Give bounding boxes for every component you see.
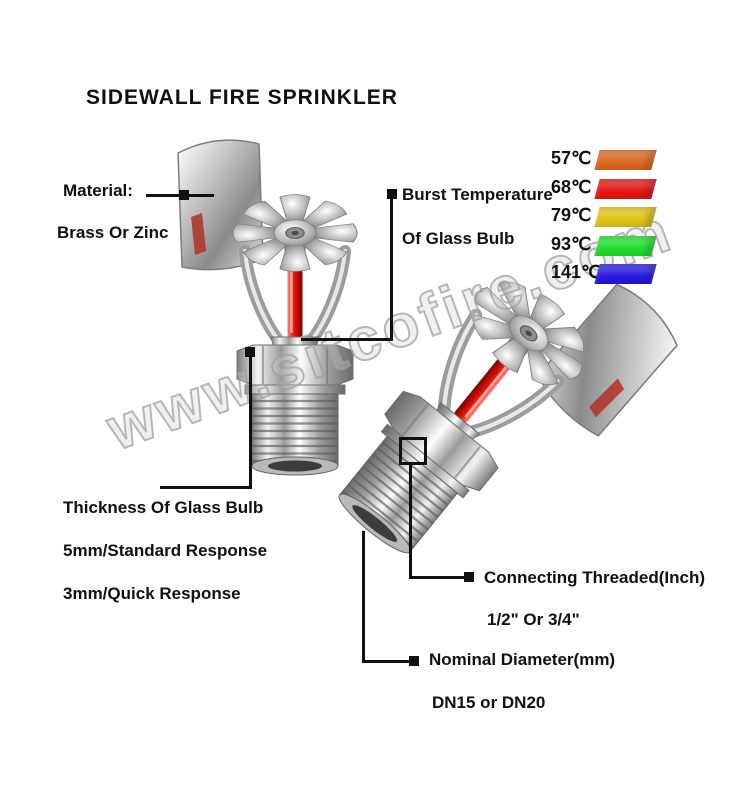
callout-line bbox=[362, 531, 365, 663]
legend-swatch-141 bbox=[594, 264, 657, 284]
legend-label-57: 57℃ bbox=[551, 148, 592, 168]
callout-line bbox=[301, 338, 393, 341]
callout-line bbox=[409, 465, 412, 579]
burst-label-line1: Burst Temperature bbox=[402, 185, 553, 204]
thickness-label-line1: Thickness Of Glass Bulb bbox=[63, 498, 264, 517]
legend-label-79: 79℃ bbox=[551, 205, 592, 225]
material-label-line1: Material: bbox=[63, 181, 133, 200]
legend-swatch-93 bbox=[594, 236, 657, 256]
callout-marker bbox=[409, 656, 419, 666]
legend-label-93: 93℃ bbox=[551, 234, 592, 254]
callout-marker bbox=[387, 189, 397, 199]
material-label-line2: Brass Or Zinc bbox=[57, 223, 169, 242]
callout-line bbox=[390, 199, 393, 341]
callout-marker bbox=[179, 190, 189, 200]
thread-target-marker bbox=[399, 437, 427, 465]
callout-line bbox=[249, 355, 252, 489]
page-title: SIDEWALL FIRE SPRINKLER bbox=[86, 86, 398, 109]
callout-line bbox=[409, 576, 467, 579]
legend-label-68: 68℃ bbox=[551, 177, 592, 197]
burst-label-line2: Of Glass Bulb bbox=[402, 229, 515, 248]
callout-line bbox=[362, 660, 412, 663]
callout-marker bbox=[245, 347, 255, 357]
thread-label-line1: Connecting Threaded(Inch) bbox=[484, 568, 705, 587]
callout-line bbox=[160, 486, 252, 489]
legend-label-141: 141℃ bbox=[551, 262, 602, 282]
diameter-label-line2: DN15 or DN20 bbox=[432, 693, 546, 712]
legend-swatch-57 bbox=[594, 150, 657, 170]
thickness-label-line3: 3mm/Quick Response bbox=[63, 584, 241, 603]
legend-swatch-68 bbox=[594, 179, 657, 199]
diameter-label-line1: Nominal Diameter(mm) bbox=[429, 650, 616, 669]
callout-marker bbox=[464, 572, 474, 582]
legend-swatch-79 bbox=[594, 207, 657, 227]
thread-label-line2: 1/2" Or 3/4" bbox=[487, 610, 580, 629]
thickness-label-line2: 5mm/Standard Response bbox=[63, 541, 268, 560]
